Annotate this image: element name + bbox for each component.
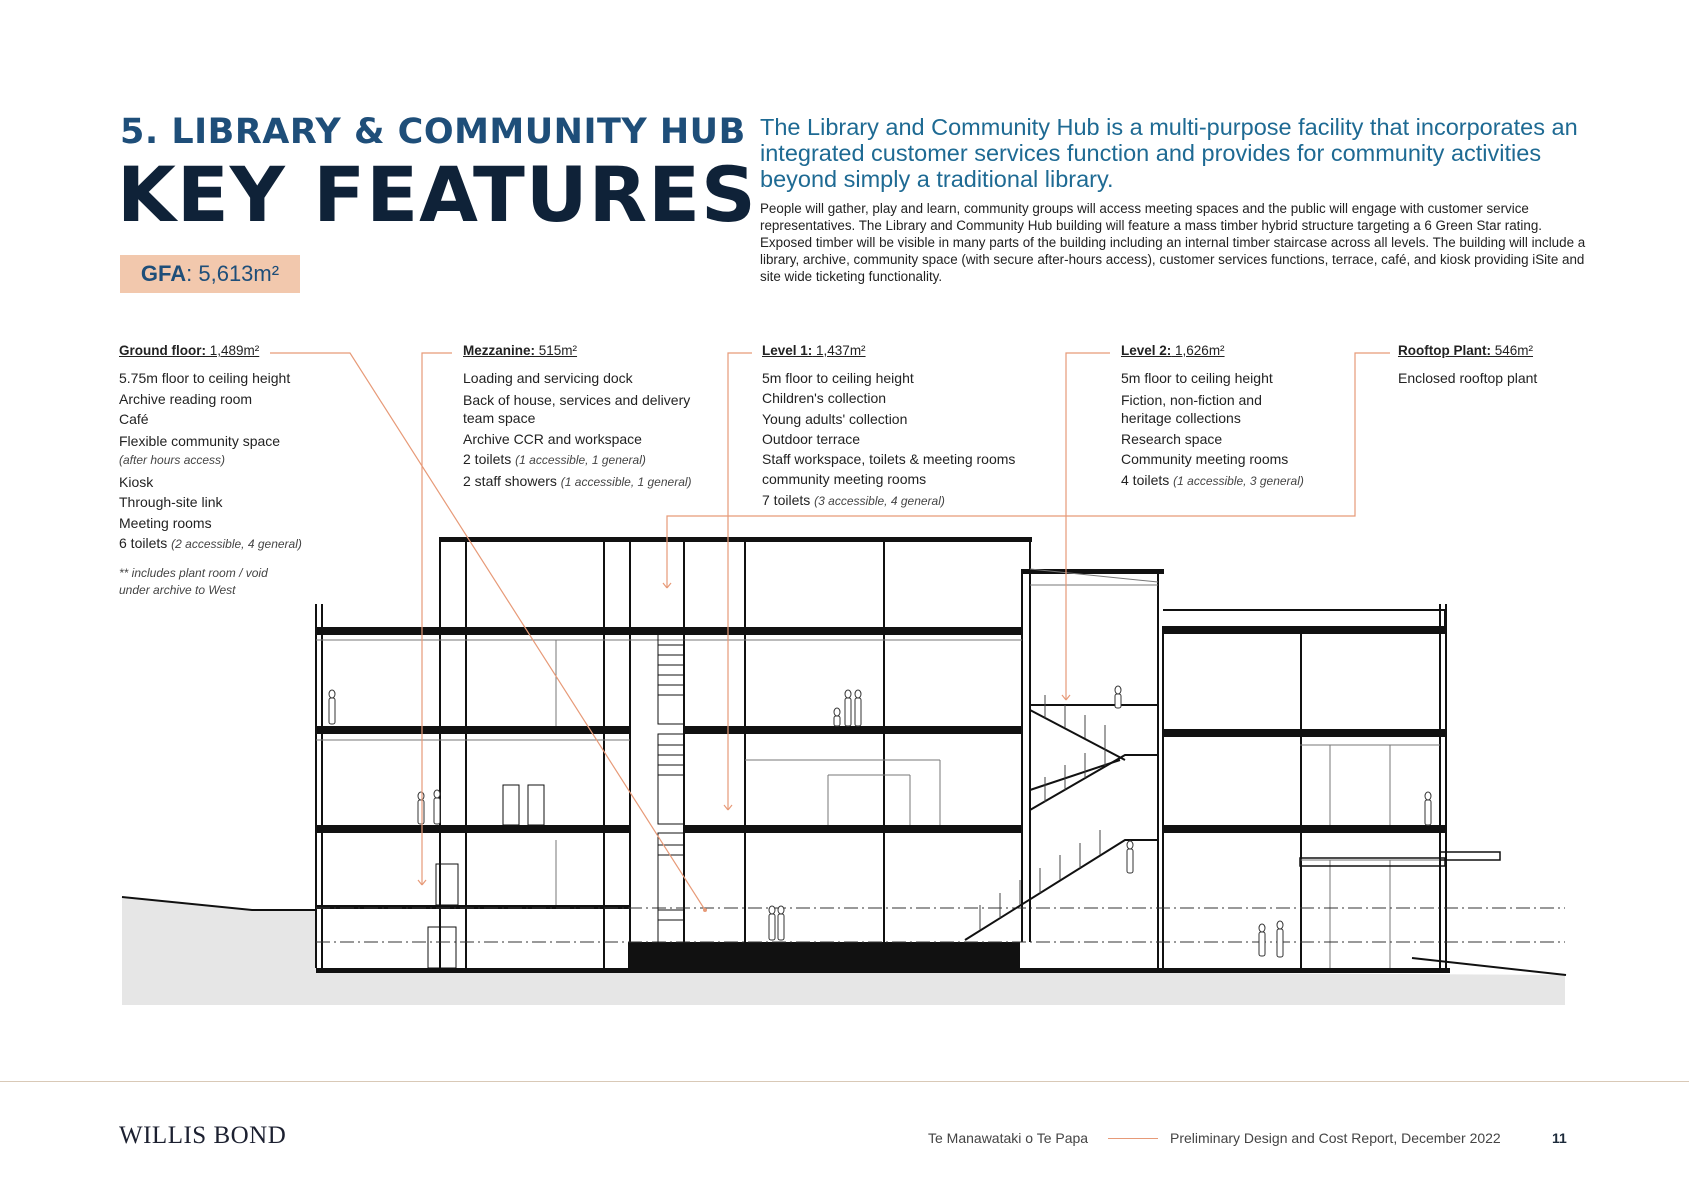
level1-slab-west xyxy=(316,825,630,833)
brand-logo: WILLIS BOND xyxy=(119,1122,287,1149)
floor-rooftop-heading: Rooftop Plant: 546m² xyxy=(1398,343,1534,358)
structure-columns xyxy=(315,537,1447,968)
floor-level1-heading: Level 1: 1,437m² xyxy=(762,343,866,358)
level3-slab-west xyxy=(316,627,1022,635)
footer-project: Te Manawataki o Te Papa xyxy=(928,1130,1089,1146)
partitions xyxy=(316,568,1440,968)
floor-ground-footnote: ** includes plant room / void under arch… xyxy=(119,565,268,597)
list-item: Staff workspace, toilets & meeting rooms xyxy=(762,451,1016,468)
floor-mezzanine-column: Mezzanine: 515m² Loading and servicing d… xyxy=(463,343,723,492)
list-item: Through-site link xyxy=(119,494,223,510)
list-item: Meeting rooms xyxy=(119,514,212,531)
intro-lead: The Library and Community Hub is a multi… xyxy=(760,114,1578,192)
level3-slab-east xyxy=(1163,626,1445,634)
level1-slab-east xyxy=(1163,825,1445,833)
footer-divider xyxy=(1108,1138,1158,1139)
list-item: Café xyxy=(119,411,149,427)
leader-dot xyxy=(703,908,707,912)
level2-slab-west xyxy=(316,726,630,734)
list-item: 5m floor to ceiling height xyxy=(1121,370,1273,386)
list-item: 2 toilets (1 accessible, 1 general) xyxy=(463,451,646,467)
floor-level1-column: Level 1: 1,437m² 5m floor to ceiling hei… xyxy=(762,343,1052,511)
floor-ground-heading: Ground floor: 1,489m² xyxy=(119,343,260,358)
intro-body: People will gather, play and learn, comm… xyxy=(760,201,1586,284)
gfa-badge: GFA: 5,613m² xyxy=(120,255,300,293)
slab-ground xyxy=(316,968,1450,973)
level2-slab-east xyxy=(1163,729,1445,737)
roof-slab-east xyxy=(1022,569,1164,574)
section-title: 5. LIBRARY & COMMUNITY HUB xyxy=(120,112,746,152)
level2-slab-mid xyxy=(684,726,1023,734)
floor-ground-column: Ground floor: 1,489m² 5.75m floor to cei… xyxy=(119,343,349,599)
gfa-value: : 5,613m² xyxy=(186,261,280,286)
list-item: Flexible community space(after hours acc… xyxy=(119,432,281,467)
gfa-label: GFA xyxy=(140,261,187,286)
core-stair-treads xyxy=(658,644,684,921)
footer-rule xyxy=(0,1081,1689,1082)
list-item: 6 toilets (2 accessible, 4 general) xyxy=(119,535,302,551)
list-item: Research space xyxy=(1121,430,1223,447)
list-item: Back of house, services and delivery tea… xyxy=(463,391,691,426)
list-item: Loading and servicing dock xyxy=(463,370,633,386)
floor-mezzanine-heading: Mezzanine: 515m² xyxy=(463,343,578,358)
list-item: 2 staff showers (1 accessible, 1 general… xyxy=(463,472,692,489)
list-item: 7 toilets (3 accessible, 4 general) xyxy=(762,491,945,508)
list-item: Archive CCR and workspace xyxy=(463,430,642,447)
site-ground xyxy=(122,897,1565,1005)
list-item: Enclosed rooftop plant xyxy=(1398,370,1538,386)
list-item: community meeting rooms xyxy=(762,471,927,488)
datum-lines xyxy=(316,907,1565,943)
feature-staircase-balustrade xyxy=(979,695,1106,930)
roof-slab-west xyxy=(440,537,1032,542)
floor-level2-column: Level 2: 1,626m² 5m floor to ceiling hei… xyxy=(1121,343,1351,491)
footer-report: Preliminary Design and Cost Report, Dece… xyxy=(1170,1130,1501,1146)
list-item: Young adults' collection xyxy=(762,410,908,427)
ground-line-east xyxy=(1411,957,1567,976)
floor-level2-heading: Level 2: 1,626m² xyxy=(1121,343,1225,358)
list-item: Community meeting rooms xyxy=(1121,451,1289,467)
page-number: 11 xyxy=(1552,1130,1567,1146)
doors xyxy=(427,784,545,969)
floor-rooftop-column: Rooftop Plant: 546m² Enclosed rooftop pl… xyxy=(1398,343,1628,389)
list-item: 5.75m floor to ceiling height xyxy=(119,370,291,386)
list-item: Outdoor terrace xyxy=(762,430,861,447)
list-item: Archive reading room xyxy=(119,390,253,407)
mezz-slab xyxy=(316,905,630,909)
list-item: 4 toilets (1 accessible, 3 general) xyxy=(1121,471,1304,488)
list-item: Fiction, non-fiction and heritage collec… xyxy=(1121,391,1262,426)
list-item: Children's collection xyxy=(762,390,887,407)
ground-line xyxy=(121,896,316,911)
core-stair xyxy=(657,633,685,944)
list-item: Kiosk xyxy=(119,473,154,490)
basement-slab xyxy=(628,942,1020,972)
page-title: KEY FEATURES xyxy=(117,150,757,239)
east-canopy xyxy=(1299,851,1501,867)
leader-lines xyxy=(270,352,1390,911)
level1-slab-mid xyxy=(684,825,1023,833)
feature-staircase xyxy=(964,704,1158,941)
rooftop-plant xyxy=(1021,569,1446,627)
list-item: 5m floor to ceiling height xyxy=(762,370,914,386)
